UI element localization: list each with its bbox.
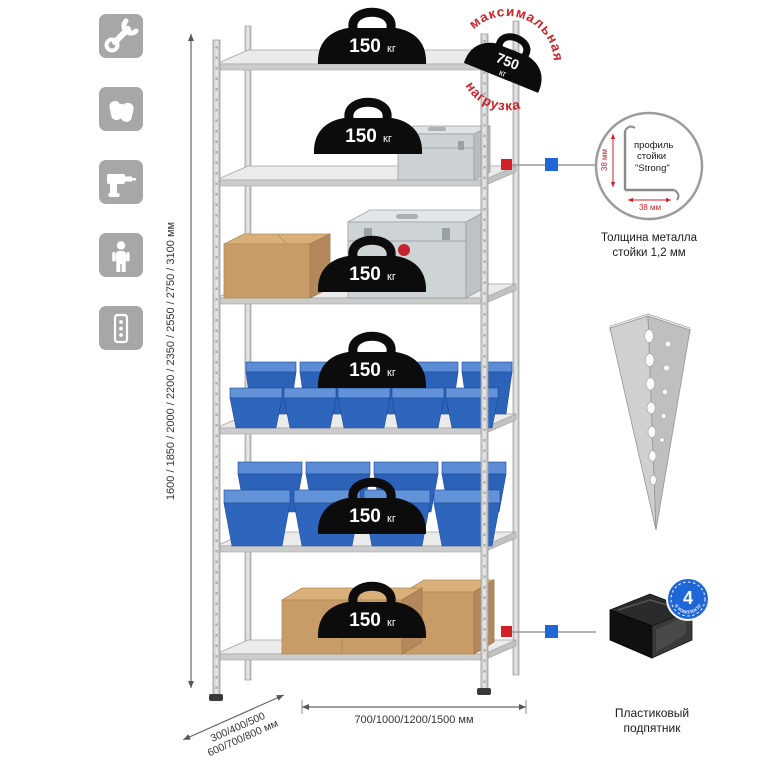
width-dimension: 700/1000/1200/1500 мм — [301, 700, 527, 726]
bottom-connector — [501, 625, 596, 638]
aluminum-case-small — [397, 125, 491, 181]
rack-post-back-right — [512, 20, 520, 676]
rack-post-front-right — [477, 33, 491, 695]
weight-value: 150 — [345, 126, 377, 147]
plastic-foot-image — [608, 593, 694, 659]
weight-unit: кг — [383, 133, 392, 145]
foot-count-badge: 4 в комплекте — [666, 577, 710, 621]
shelf-load-weight: 150 кг — [317, 7, 427, 64]
foot-caption-line2: подпятник — [624, 721, 682, 735]
foot-caption-line1: Пластиковый — [615, 706, 689, 720]
shelf-load-weight: 150 кг — [313, 97, 423, 154]
weight-unit: кг — [387, 513, 396, 525]
top-connector — [501, 158, 596, 171]
shelf-load-weight: 150 кг — [317, 581, 427, 638]
profile-dim-horizontal: 38 мм — [639, 203, 661, 212]
profile-label-line2: стойки — [637, 151, 666, 162]
connector-blue-marker — [545, 158, 558, 171]
corner-post-image — [609, 313, 691, 531]
profile-detail-circle: 38 мм 38 мм профиль стойки "Strong" — [594, 111, 704, 221]
weight-unit: кг — [387, 617, 396, 629]
rack-post-icon — [99, 306, 143, 350]
cardboard-box — [223, 233, 331, 299]
weight-value: 150 — [349, 360, 381, 381]
connector-red-marker — [501, 626, 512, 637]
width-dimension-label: 700/1000/1200/1500 мм — [354, 714, 473, 726]
stamp-weight-unit: кг — [498, 67, 509, 79]
profile-label-line3: "Strong" — [635, 163, 670, 174]
wrench-icon — [99, 14, 143, 58]
height-dimension: 1600 / 1850 / 2000 / 2200 / 2350 / 2550 … — [165, 34, 194, 688]
shelf-load-weight: 150 кг — [317, 331, 427, 388]
connector-red-marker — [501, 159, 512, 170]
plastic-bins-row-large — [223, 461, 507, 547]
shelf-load-weight: 150 кг — [317, 477, 427, 534]
depth-dimension: 300/400/500 600/700/800 мм — [183, 694, 284, 759]
badge-count-label: 4 — [683, 588, 693, 608]
weight-unit: кг — [387, 43, 396, 55]
feature-icons — [99, 14, 143, 350]
drill-icon — [99, 160, 143, 204]
weight-value: 150 — [349, 264, 381, 285]
height-dimension-label: 1600 / 1850 / 2000 / 2200 / 2350 / 2550 … — [165, 222, 177, 500]
rack-post-front-left — [209, 39, 223, 701]
profile-label-line1: профиль — [634, 140, 673, 151]
profile-caption-line1: Толщина металла — [601, 232, 698, 244]
connector-blue-marker — [545, 625, 558, 638]
weight-value: 150 — [349, 610, 381, 631]
weight-unit: кг — [387, 367, 396, 379]
person-icon — [99, 233, 143, 277]
shelf-load-weight: 150 кг — [317, 235, 427, 292]
weight-value: 150 — [349, 506, 381, 527]
weight-value: 150 — [349, 36, 381, 57]
profile-caption-line2: стойки 1,2 мм — [612, 247, 685, 259]
weight-unit: кг — [387, 271, 396, 283]
stamp-weight-icon: 750 кг — [463, 33, 542, 93]
rack-post-back-left — [244, 25, 252, 681]
gloves-icon — [99, 87, 143, 131]
profile-dim-vertical: 38 мм — [600, 149, 609, 171]
